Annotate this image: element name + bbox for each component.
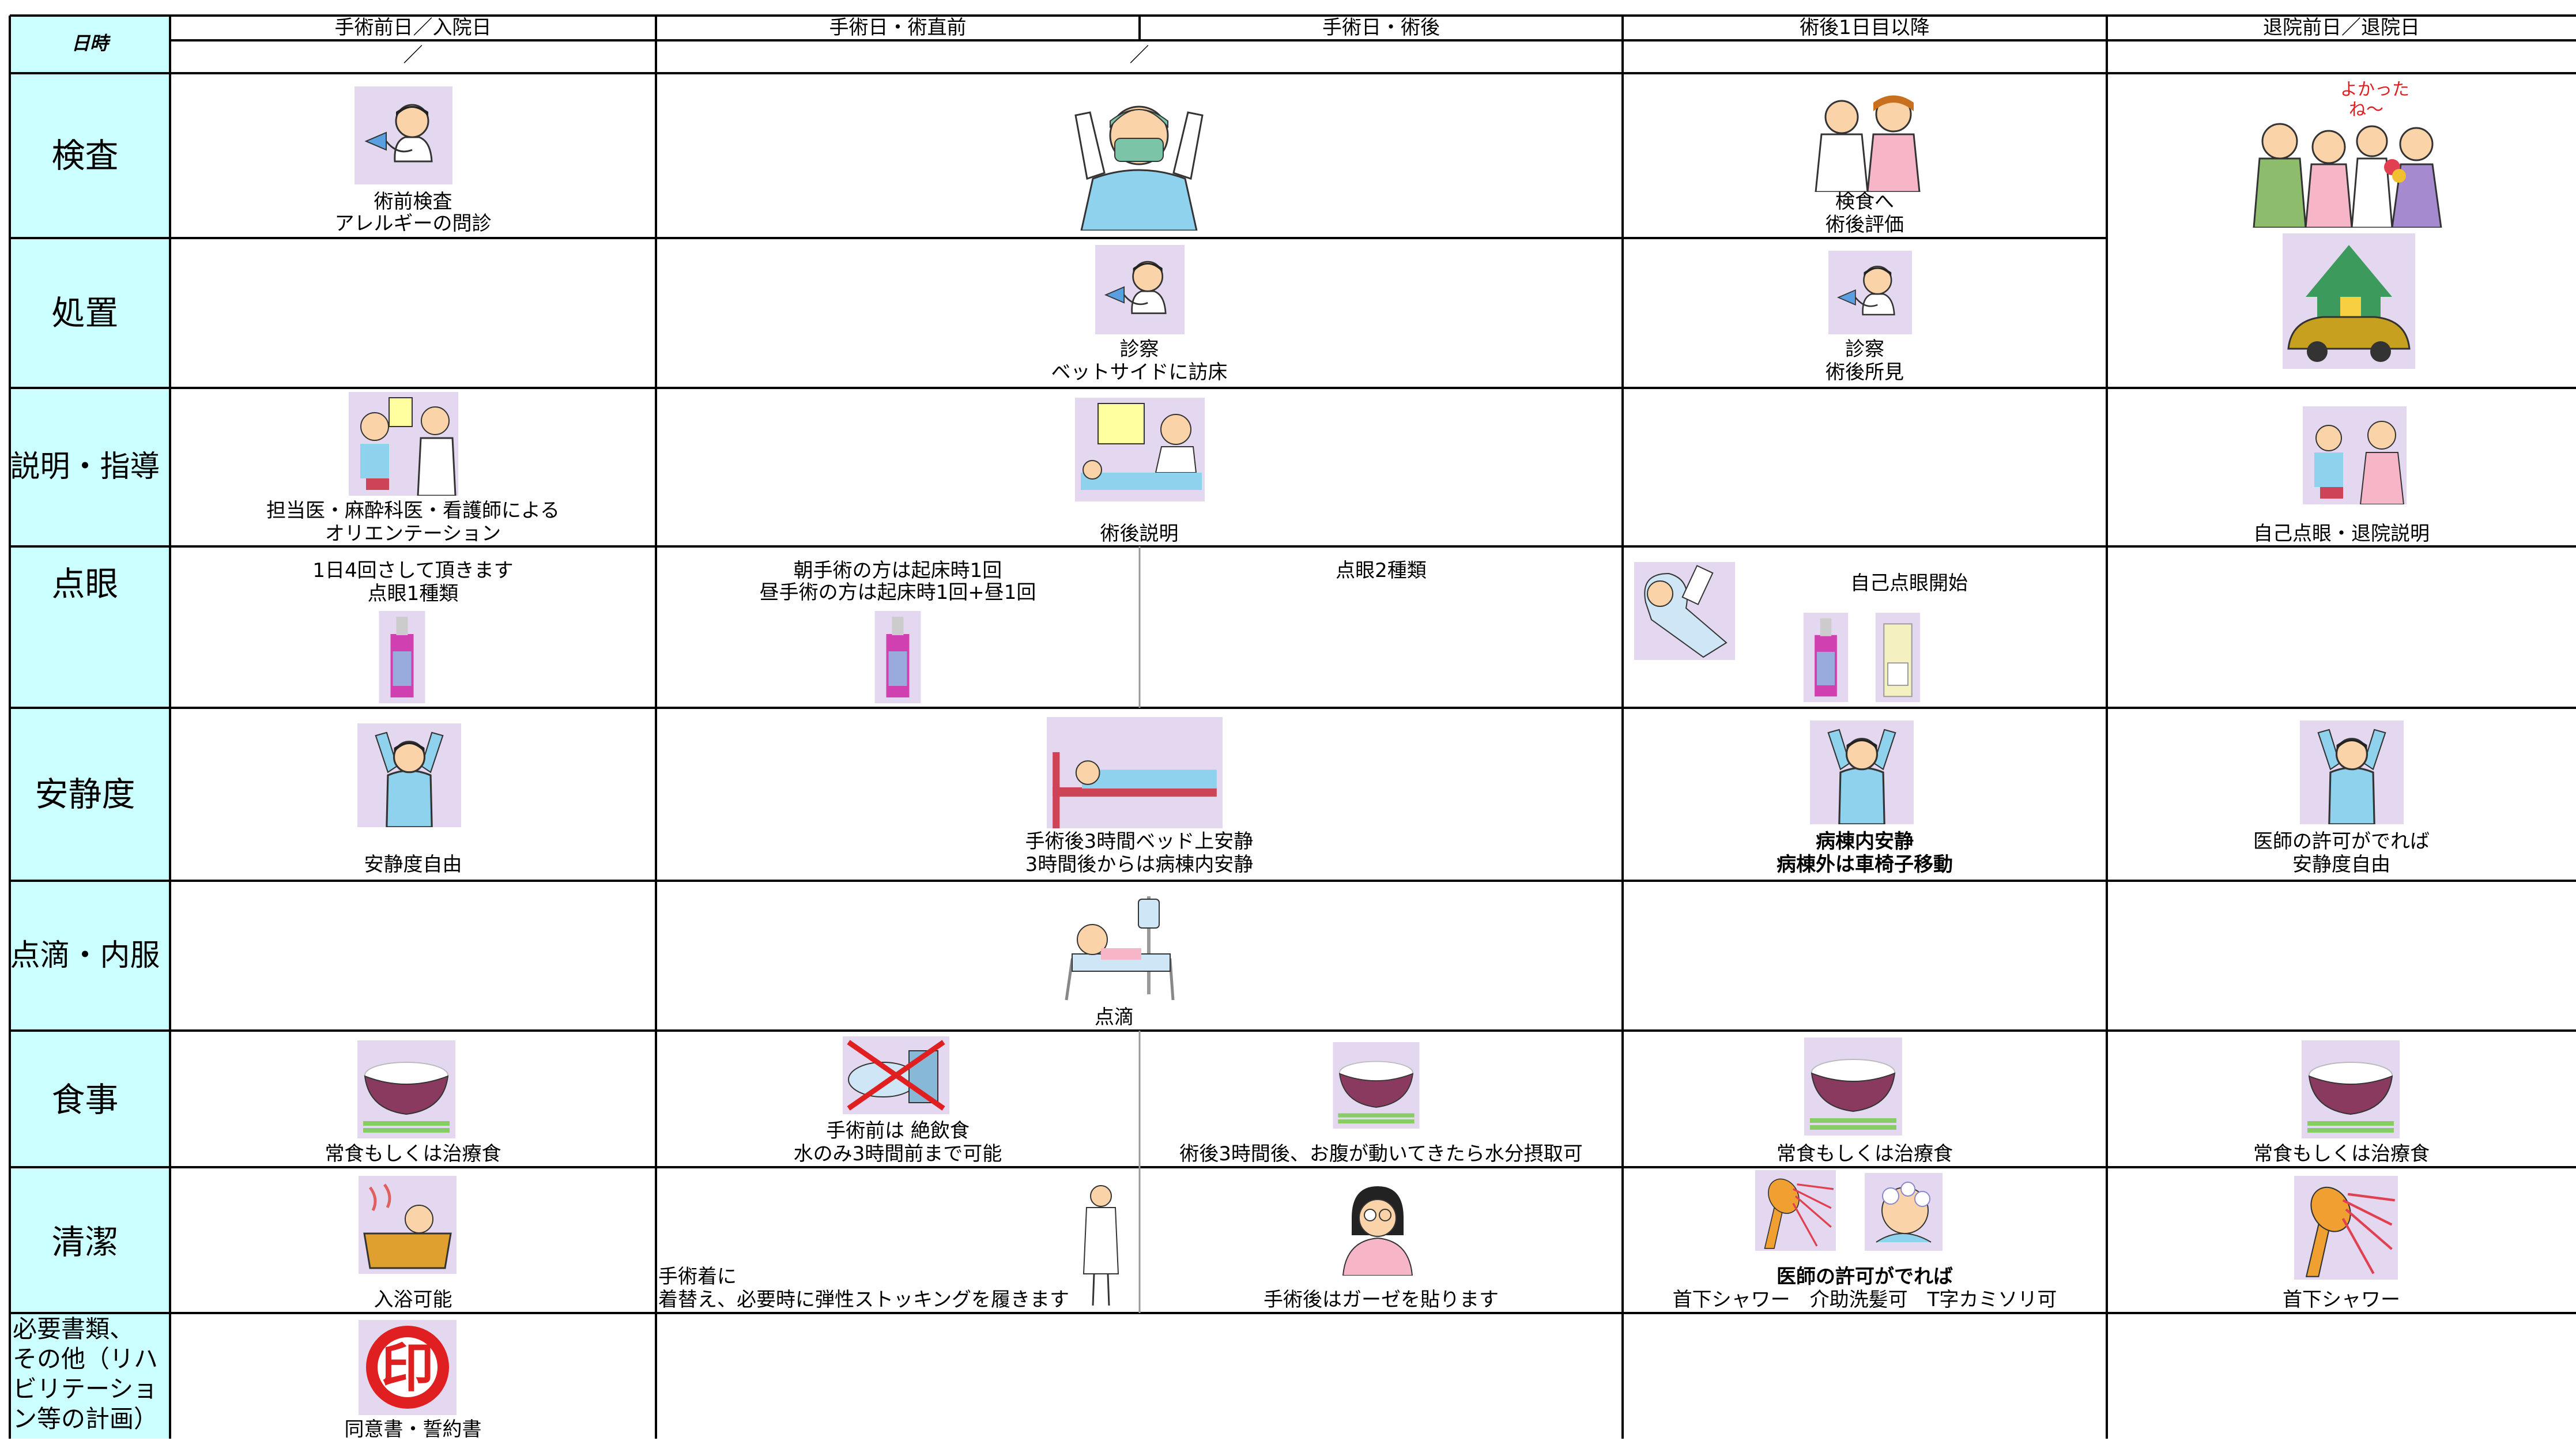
seiketsu-preop: 入浴可能 [374,1288,452,1311]
row-label-kensa: 検査 [51,136,119,175]
tengan-surgery-after: 点眼2種類 [1336,559,1427,582]
date-slash-surgery: ／ [1129,44,1149,67]
doctor-stethoscope-icon [354,86,452,184]
doctor-nurse-icon [1815,95,1921,192]
setsumei-discharge: 自己点眼・退院説明 [2253,522,2430,545]
shorui-preop: 同意書・誓約書 [344,1418,482,1441]
setsumei-preop-line1: 担当医・麻酔科医・看護師による [266,499,560,522]
row-label-shorui-line: その他（リハ [13,1345,159,1373]
kensa-preop-line1: 術前検査 [374,190,452,213]
row-label-shokuji: 食事 [51,1080,119,1119]
family-celebration-icon: よかった ね～ [2253,80,2442,228]
doctor-stethoscope-icon [1095,245,1185,334]
column-header-preop: 手術前日／入院日 [334,16,492,39]
row-label-shorui-line: 必要書類、 [13,1315,134,1343]
shower-head-icon [2291,1176,2401,1280]
anseido-preop: 安静度自由 [364,853,462,876]
doctor-stethoscope-icon [1828,251,1912,334]
shower-head-icon [1752,1170,1839,1251]
nurse-consultation-icon [2303,406,2407,504]
seiketsu-surgery-after: 手術後はガーゼを貼ります [1264,1288,1499,1311]
seiketsu-surgery-before-line: 手術着に [658,1265,737,1288]
eye-drop-bottle-icon [378,611,427,703]
shokuji-post1: 常食もしくは治療食 [1777,1142,1953,1165]
hair-wash-icon [1865,1173,1943,1251]
rice-bowl-icon [1804,1038,1902,1136]
column-header-surgery-before: 手術日・術直前 [829,16,967,39]
column-header-surgery-after: 手術日・術後 [1322,16,1440,39]
eye-drop-bottle-icon [1875,613,1921,702]
tengan-surgery-before-line2: 昼手術の方は起床時1回+昼1回 [759,581,1036,604]
seal-stamp-icon: 印 [359,1320,457,1415]
seiketsu-surgery-before-text: 手術着に 着替え、必要時に弾性ストッキングを履きます [658,1265,1069,1311]
header-row-label: 日時 [71,32,108,54]
shokuji-preop: 常食もしくは治療食 [325,1142,501,1165]
raised-arms-patient-icon [1810,720,1914,824]
tengan-post1: 自己点眼開始 [1850,572,1968,595]
column-header-discharge: 退院前日／退院日 [2263,16,2420,39]
anseido-surgery-line1: 手術後3時間ベッド上安静 [1025,830,1254,853]
row-label-anseido: 安静度 [35,775,135,814]
raised-arms-patient-icon [2300,720,2404,824]
row-label-shorui-line: ン等の計画） [13,1405,159,1433]
self-eye-drop-icon [1634,562,1735,660]
shokuji-discharge: 常食もしくは治療食 [2253,1142,2430,1165]
seiketsu-surgery-before-line: 着替え、必要時に弾性ストッキングを履きます [658,1288,1069,1311]
kensa-post1-line2: 術後評価 [1826,213,1904,236]
column-header-postop-day1: 術後1日目以降 [1800,16,1930,39]
row-label-shochi: 処置 [51,293,119,333]
kensa-preop-line2: アレルギーの問診 [334,212,492,235]
consultation-icon [349,392,458,496]
tengan-preop-line2: 点眼1種類 [367,582,459,605]
eye-drop-bottle-icon [873,611,922,703]
seal-character: 印 [381,1337,434,1399]
shochi-surgery-line1: 診察 [1119,338,1159,361]
bubble-line1: よかった [2340,80,2409,100]
kensa-post1-line1: 検食へ [1835,190,1894,213]
eye-drop-bottle-icon [1801,613,1850,702]
shokuji-surgery-before-line2: 水のみ3時間前まで可能 [793,1142,1002,1165]
setsumei-surgery: 術後説明 [1100,522,1179,545]
date-slash-preop: ／ [403,44,423,67]
anseido-post1-line1: 病棟内安静 [1816,830,1914,853]
anseido-post1-line2: 病棟外は車椅子移動 [1777,853,1953,876]
patient-gown-icon [1083,1185,1119,1306]
row-label-seiketsu: 清潔 [51,1223,119,1262]
row-label-tenteki: 点滴・内服 [10,938,160,973]
seiketsu-discharge: 首下シャワー [2283,1288,2400,1311]
tengan-preop-line1: 1日4回さして頂きます [312,559,514,582]
rice-bowl-icon [2302,1040,2400,1138]
row-label-shorui-line: ビリテーショ [13,1375,158,1403]
bedside-explanation-icon [1075,398,1205,501]
shochi-post1-line1: 診察 [1845,338,1884,361]
rice-bowl-icon [1329,1042,1424,1129]
row-label-shorui: 必要書類、 その他（リハ ビリテーショ ン等の計画） [13,1314,169,1434]
tengan-surgery-before-line1: 朝手術の方は起床時1回 [793,559,1002,582]
bathtub-icon [359,1176,457,1274]
car-house-icon [2283,233,2415,369]
setsumei-preop-line2: オリエンテーション [325,522,501,545]
shokuji-surgery-after: 術後3時間後、お腹が動いてきたら水分摂取可 [1179,1142,1583,1165]
row-label-setsumei: 説明・指導 [10,450,160,484]
anseido-discharge-line2: 安静度自由 [2292,853,2390,876]
raised-arms-patient-icon [357,723,461,827]
anseido-discharge-line1: 医師の許可がでれば [2253,830,2430,853]
seiketsu-post1-line1: 医師の許可がでれば [1777,1265,1953,1288]
no-food-icon [843,1036,949,1114]
anseido-surgery-line2: 3時間後からは病棟内安静 [1025,853,1254,876]
shokuji-surgery-before-line1: 手術前は 絶飲食 [826,1119,970,1142]
rice-bowl-icon [357,1040,455,1138]
shochi-post1-line2: 術後所見 [1826,361,1904,384]
bubble-line2: ね～ [2349,100,2383,120]
surgeon-icon [1074,105,1204,231]
shochi-surgery-line2: ベットサイドに訪床 [1051,361,1228,384]
eye-patch-woman-icon [1342,1186,1413,1276]
bed-rest-icon [1047,716,1223,829]
iv-drip-bed-icon [1065,896,1175,1001]
row-label-tengan: 点眼 [51,564,119,603]
tenteki-surgery: 点滴 [1095,1006,1134,1029]
seiketsu-post1-line2: 首下シャワー 介助洗髪可 T字カミソリ可 [1672,1288,2057,1311]
